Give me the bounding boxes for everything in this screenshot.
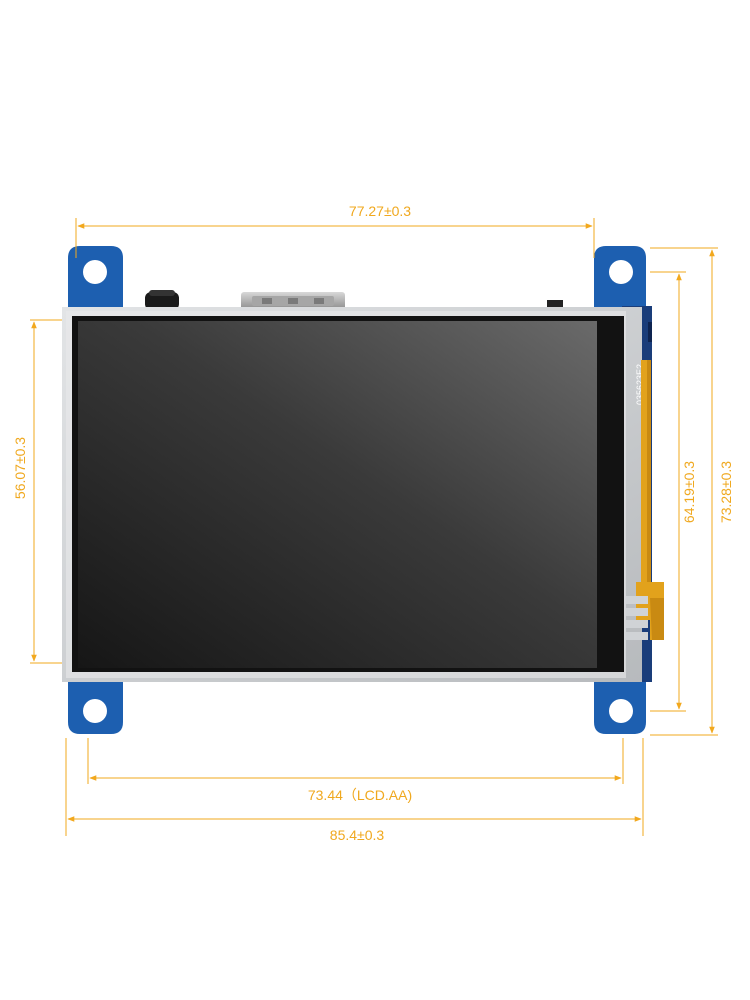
dim-label-total-width: 85.4±0.3 [330,827,385,843]
mount-hole-bottom-right [609,699,633,723]
lcd-active-area [78,321,597,668]
mount-tab-bottom-right [594,682,646,734]
hdmi-connector [241,292,345,310]
dimension-labels: 77.27±0.3 56.07±0.3 64.19±0.3 73.28±0.3 … [12,203,734,843]
fpc-connector [626,596,648,640]
dim-label-inner-right-height: 64.19±0.3 [681,461,697,523]
mount-hole-bottom-left [83,699,107,723]
dim-label-left-height: 56.07±0.3 [12,437,28,499]
dimension-lines [30,218,718,836]
mount-tab-top-left [68,246,123,310]
dim-label-top-width: 77.27±0.3 [349,203,411,219]
power-button [145,290,179,310]
mount-tab-bottom-left [68,682,123,734]
mount-hole-top-left [83,260,107,284]
small-switch [547,300,563,310]
mount-hole-top-right [609,260,633,284]
lcd-module: 035623E2 [62,246,664,734]
board-code-label: 035623E2 [635,364,645,405]
dim-label-lcd-active-area: 73.44（LCD.AA) [308,787,412,803]
dim-label-outer-right-height: 73.28±0.3 [718,461,734,523]
mount-tab-top-right [594,246,646,310]
